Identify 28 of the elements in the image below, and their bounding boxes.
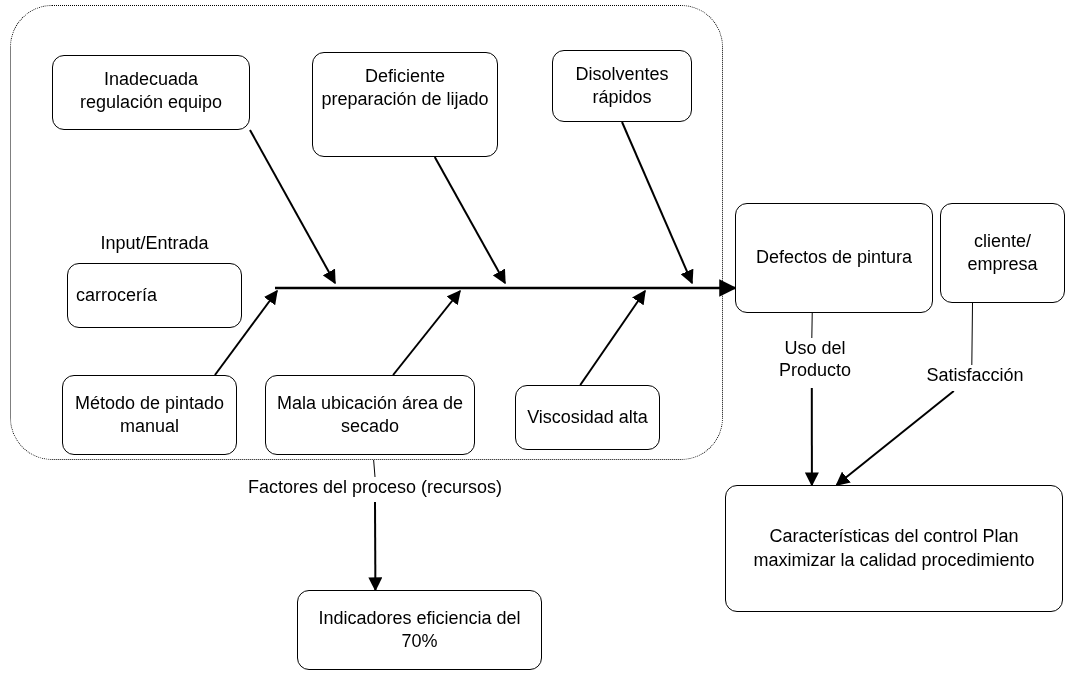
connector-line [971,302,973,366]
process-box: Mala ubicación área de secado [265,375,475,455]
arrow [368,501,383,592]
node-label: Satisfacción [926,365,1024,385]
arrow [804,387,819,487]
arrow [392,289,461,376]
connector-line [373,459,376,478]
process-box: carrocería [67,263,242,328]
node-label: Factores del proceso (recursos) [247,477,503,497]
node-heading: Input/Entrada [99,233,210,254]
arrow [249,129,336,285]
arrow [579,289,646,386]
process-box: Defectos de pintura [735,203,933,313]
node-label: Uso del Producto [778,338,852,380]
process-box: Inadecuada regulación equipo [52,55,250,130]
process-box: Viscosidad alta [515,385,660,450]
arrow [621,121,694,285]
process-box: Indicadores eficiencia del 70% [297,590,542,670]
process-box: Características del control Plan maximizar la calidad procedimiento [725,485,1063,612]
arrow [275,279,737,297]
arrow [213,289,278,376]
arrow [433,156,506,285]
arrow [835,390,955,486]
process-box: cliente/ empresa [940,203,1065,303]
process-box: Disolventes rápidos [552,50,692,122]
process-box: Método de pintado manual [62,375,237,455]
connector-line [811,312,813,339]
process-box: Deficiente preparación de lijado [312,52,498,157]
